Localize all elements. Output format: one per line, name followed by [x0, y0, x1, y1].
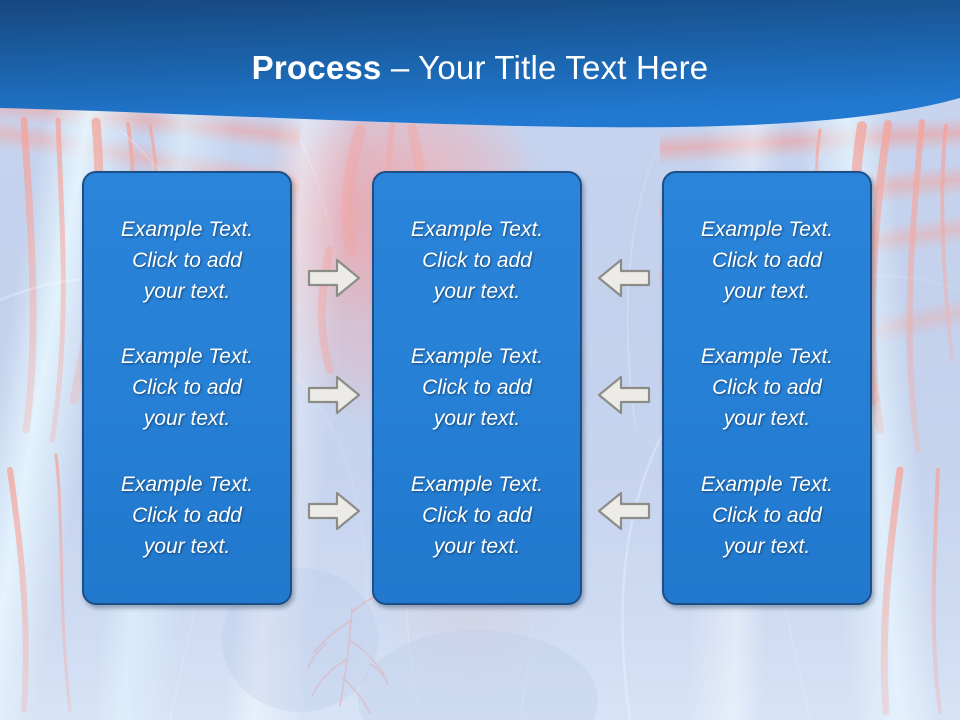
process-cell-3-1[interactable]: Example Text. Click to add your text.: [700, 218, 834, 304]
arrow-left-icon-1[interactable]: [596, 256, 652, 300]
process-cell-3-3[interactable]: Example Text. Click to add your text.: [700, 472, 834, 558]
process-cell-2-1[interactable]: Example Text. Click to add your text.: [410, 218, 544, 304]
page-title-bold: Process: [251, 49, 382, 86]
page-title-rest: – Your Title Text Here: [381, 49, 709, 86]
process-column-1[interactable]: Example Text. Click to add your text. Ex…: [82, 171, 292, 605]
process-column-2[interactable]: Example Text. Click to add your text. Ex…: [372, 171, 582, 605]
process-cell-1-2[interactable]: Example Text. Click to add your text.: [120, 345, 254, 431]
process-cell-3-2[interactable]: Example Text. Click to add your text.: [700, 345, 834, 431]
header-banner: [0, 0, 960, 128]
process-cell-2-2[interactable]: Example Text. Click to add your text.: [410, 345, 544, 431]
arrow-right-icon-2[interactable]: [306, 373, 362, 417]
arrow-right-icon-3[interactable]: [306, 489, 362, 533]
process-cell-1-3[interactable]: Example Text. Click to add your text.: [120, 472, 254, 558]
process-cell-1-1[interactable]: Example Text. Click to add your text.: [120, 218, 254, 304]
arrow-right-icon-1[interactable]: [306, 256, 362, 300]
process-column-3[interactable]: Example Text. Click to add your text. Ex…: [662, 171, 872, 605]
process-cell-2-3[interactable]: Example Text. Click to add your text.: [410, 472, 544, 558]
arrow-left-icon-3[interactable]: [596, 489, 652, 533]
arrow-left-icon-2[interactable]: [596, 373, 652, 417]
page-title: Process – Your Title Text Here: [0, 48, 960, 88]
